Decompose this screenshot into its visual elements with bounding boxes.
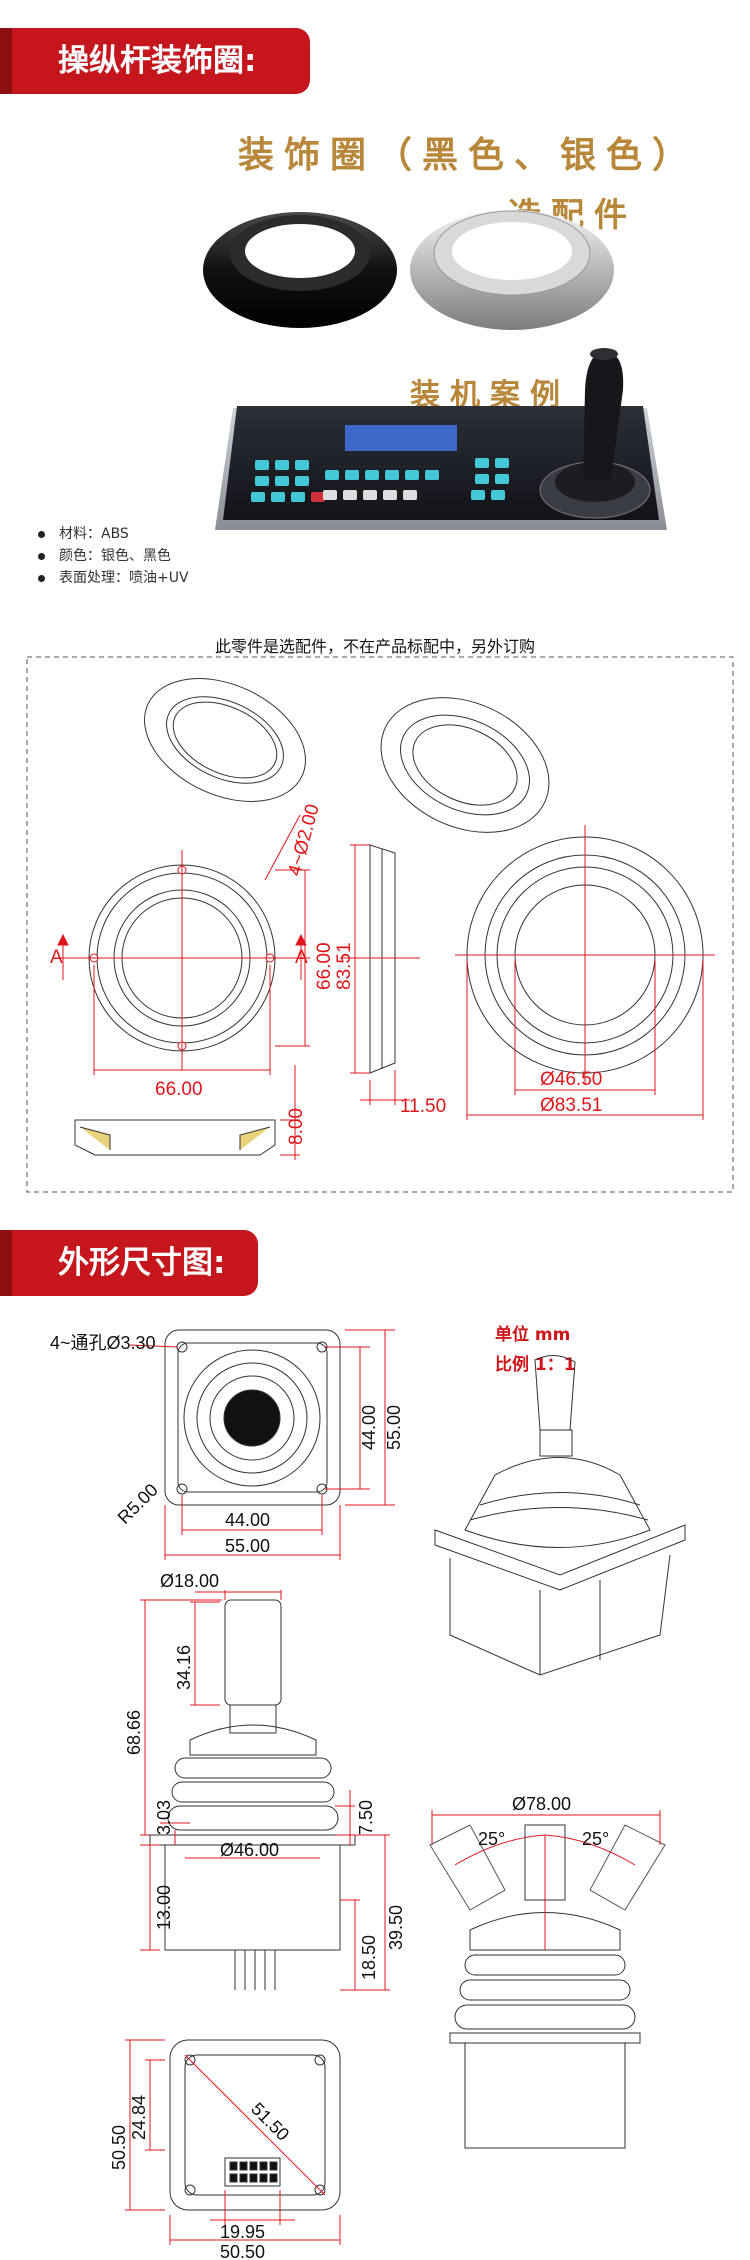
drawing-border: [26, 656, 734, 1193]
dim-angle-right: 25°: [582, 1829, 609, 1849]
dim-through-holes: 4~通孔Ø3.30: [50, 1333, 156, 1353]
dim-d46: Ø46.50: [540, 1069, 602, 1090]
dim-44-h: 44.00: [225, 1510, 270, 1530]
top-view-dims: [455, 825, 715, 1120]
spec-color: 颜色：银色、黑色: [38, 545, 171, 565]
function-keys: [323, 490, 417, 500]
dim-55-h: 55.00: [225, 1536, 270, 1556]
dim-44-v: 44.00: [359, 1405, 379, 1450]
dim-d46: Ø46.00: [220, 1840, 279, 1860]
side-view-dims: [340, 844, 420, 1105]
dim-side-11: 11.50: [400, 1096, 446, 1117]
bullet-icon: [38, 574, 45, 582]
decor-rings-image: [203, 210, 614, 330]
dim-holes-d2: 4~Ø2.00: [285, 802, 324, 878]
dim-angle-left: 25°: [478, 1829, 505, 1849]
red-key: [311, 492, 325, 502]
dim-height-8: 8.00: [286, 1108, 307, 1145]
iso-view-ring-back: [144, 678, 306, 802]
joystick-bottom-view: [169, 2039, 341, 2211]
dim-18: 18.50: [359, 1935, 379, 1980]
black-ring: [203, 212, 397, 328]
joystick-top-view: [164, 1329, 341, 1506]
section-view-dims: [280, 1065, 300, 1160]
joystick-outline-drawing: 4~通孔Ø3.30 R5.00 44.00 55.00 44.00 55.00 …: [50, 1329, 686, 2260]
front-view-dims: [55, 814, 310, 1075]
dim-inner-66-v: 66.00: [314, 942, 335, 990]
keypad-keys: [251, 458, 509, 502]
unit-label: 单位 mm: [495, 1325, 571, 1345]
dim-d78: Ø78.00: [512, 1794, 571, 1814]
tilt-view-dims: [431, 1810, 661, 1950]
joystick-iso-view: [434, 1355, 686, 1676]
top-view-dims: [129, 1329, 395, 1560]
iso-view-ring-front: [380, 697, 550, 833]
section-view: [74, 1119, 276, 1156]
spec-finish: 表面处理：喷油+UV: [38, 567, 189, 587]
dim-d83: Ø83.51: [540, 1095, 602, 1116]
dim-3: 3.03: [154, 1800, 174, 1835]
spec-color-text: 颜色：银色、黑色: [59, 548, 171, 564]
dim-13: 13.00: [154, 1885, 174, 1930]
dim-55-v: 55.00: [384, 1405, 404, 1450]
lcd-screen: [345, 425, 457, 451]
dim-radius: R5.00: [114, 1480, 162, 1528]
dim-68: 68.66: [124, 1710, 144, 1755]
side-view: [369, 844, 396, 1074]
dim-51: 51.50: [247, 2099, 293, 2145]
joystick-handle: [583, 351, 624, 480]
section-mark-left: A: [50, 947, 63, 968]
keyboard-controller-image: [215, 348, 667, 530]
dim-side-83: 83.51: [334, 942, 355, 990]
dim-inner-66-h: 66.00: [155, 1079, 203, 1100]
dim-39: 39.50: [386, 1905, 406, 1950]
dim-24: 24.84: [129, 2095, 149, 2140]
optional-part-note: 此零件是选配件，不在产品标配中，另外订购: [214, 637, 535, 656]
silver-ring: [410, 210, 614, 330]
dim-50-v: 50.50: [109, 2125, 129, 2170]
bottom-view-dims: [125, 2039, 341, 2245]
section-arrows: [57, 933, 307, 980]
side-view-dims: [140, 1590, 390, 1991]
product-headline: 装饰圈（黑色、银色）: [238, 134, 699, 176]
dim-d18: Ø18.00: [160, 1571, 219, 1591]
spec-material-text: 材料：ABS: [59, 526, 129, 542]
section-mark-right: A: [295, 947, 308, 968]
spec-material: 材料：ABS: [38, 523, 129, 543]
dim-19: 19.95: [220, 2222, 265, 2242]
dim-34: 34.16: [174, 1645, 194, 1690]
section-title-outline: 外形尺寸图:: [0, 1230, 258, 1296]
dim-50-h: 50.50: [220, 2242, 265, 2260]
spec-finish-text: 表面处理：喷油+UV: [59, 570, 189, 586]
section-title-decor-ring: 操纵杆装饰圈:: [0, 28, 310, 94]
joystick-side-view: [149, 1599, 356, 1990]
decor-ring-drawing: A A 4~Ø2.00 66.00 66.00 8.00 83.51 11.50…: [26, 656, 734, 1193]
dim-7: 7.50: [356, 1800, 376, 1835]
bullet-icon: [38, 552, 45, 560]
joystick-tilt-view: [429, 1824, 666, 2149]
bullet-icon: [38, 530, 45, 538]
